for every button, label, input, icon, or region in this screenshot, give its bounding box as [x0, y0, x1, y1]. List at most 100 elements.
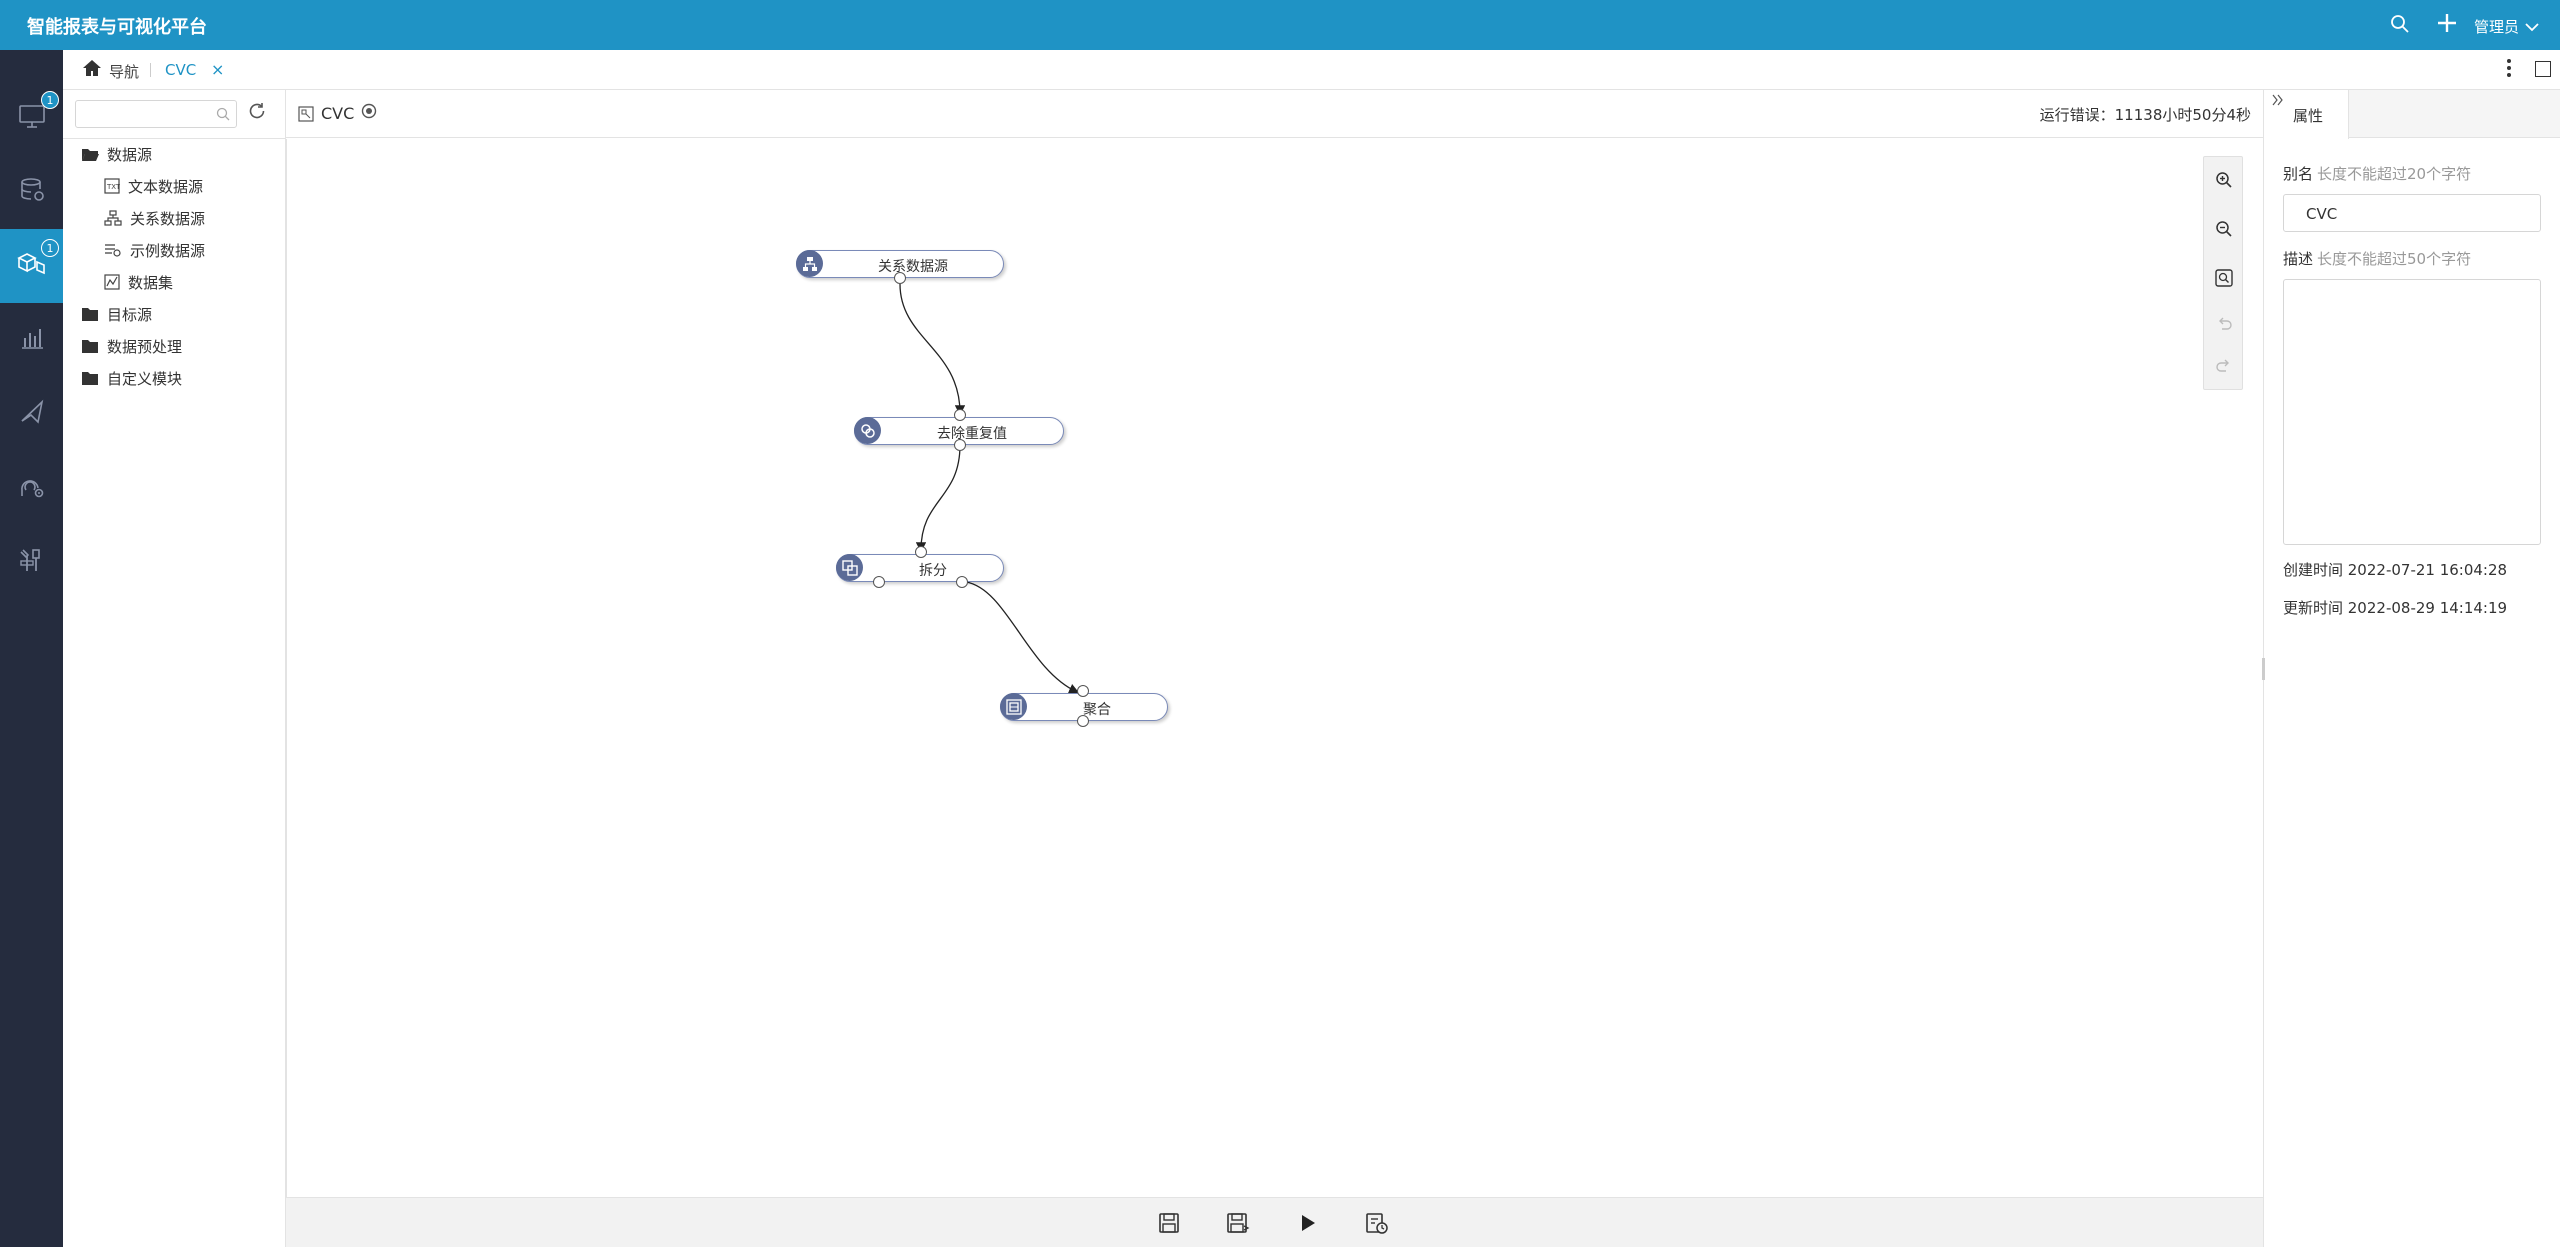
alias-label: 别名长度不能超过20个字符 — [2283, 165, 2472, 183]
alias-hint: 长度不能超过20个字符 — [2317, 165, 2472, 183]
monitor-icon — [18, 103, 46, 133]
split-node-icon — [836, 554, 863, 581]
node-label: 拆分 — [919, 563, 947, 579]
rail-item-monitor[interactable]: 1 — [0, 81, 63, 155]
panel-resize-handle[interactable] — [2262, 658, 2265, 680]
zoom-fit-icon[interactable] — [2215, 269, 2233, 287]
tree-search-box[interactable] — [75, 100, 237, 128]
save-icon[interactable] — [1156, 1210, 1182, 1236]
tab-separator — [150, 63, 151, 77]
app-title: 智能报表与可视化平台 — [27, 17, 207, 38]
tree-item-label: 文本数据源 — [128, 177, 204, 196]
flow-icon — [298, 106, 314, 126]
rail-item-chart[interactable] — [0, 303, 63, 377]
save-as-icon[interactable] — [1225, 1210, 1251, 1236]
rail-item-database[interactable] — [0, 155, 63, 229]
top-bar: 智能报表与可视化平台 管理员 — [0, 0, 2560, 50]
port-out-right[interactable] — [956, 576, 968, 588]
flow-edges — [899, 283, 1080, 694]
search-icon[interactable] — [2390, 14, 2410, 38]
rail-item-user-settings[interactable] — [0, 451, 63, 525]
tab-bar: 导航 CVC × — [63, 50, 2560, 90]
node-label: 聚合 — [1083, 702, 1111, 718]
port-in[interactable] — [954, 409, 966, 421]
description-hint: 长度不能超过50个字符 — [2317, 250, 2472, 268]
edge-n1-n2 — [899, 283, 966, 416]
folder-icon — [81, 371, 99, 386]
port-in[interactable] — [1077, 685, 1089, 697]
rail-item-cube[interactable]: 1 — [0, 229, 63, 303]
port-out[interactable] — [894, 272, 906, 284]
more-vertical-icon[interactable] — [2506, 56, 2512, 84]
rail-item-send[interactable] — [0, 377, 63, 451]
search-icon — [216, 107, 230, 125]
properties-tab-bar: 属性 — [2264, 90, 2560, 139]
maximize-icon[interactable] — [2535, 61, 2551, 77]
chevron-down-icon[interactable] — [2525, 18, 2539, 36]
created-time: 创建时间 2022-07-21 16:04:28 — [2283, 561, 2508, 579]
run-icon[interactable] — [1295, 1210, 1321, 1236]
module-tree-panel: 数据源 TXT 文本数据源 关系数据源 示例数据源 数据集 目标源 数据预处理 — [63, 90, 286, 1247]
tree-folder-custom[interactable]: 自定义模块 — [81, 366, 182, 390]
tree-item-label: 数据预处理 — [107, 337, 183, 356]
sample-data-icon — [104, 242, 122, 258]
tree-folder-preprocess[interactable]: 数据预处理 — [81, 334, 182, 358]
rail-badge: 1 — [41, 91, 59, 109]
send-icon — [19, 399, 45, 429]
tree-item-label: 目标源 — [107, 305, 153, 324]
tree-item-sample-source[interactable]: 示例数据源 — [104, 238, 205, 262]
zoom-in-icon[interactable] — [2215, 171, 2233, 189]
collapse-panel-icon[interactable] — [2272, 94, 2284, 110]
home-icon[interactable] — [82, 59, 102, 81]
canvas-bottom-toolbar — [286, 1197, 2263, 1247]
port-out[interactable] — [954, 439, 966, 451]
flow-canvas[interactable]: 关系数据源 去除重复值 拆分 聚合 — [286, 139, 2263, 1197]
tree-folder-datasource[interactable]: 数据源 — [81, 142, 152, 166]
port-out-left[interactable] — [873, 576, 885, 588]
node-split[interactable]: 拆分 — [836, 554, 1004, 582]
svg-text:TXT: TXT — [106, 183, 120, 191]
tree-item-label: 示例数据源 — [130, 241, 206, 260]
refresh-icon[interactable] — [247, 101, 267, 125]
cube-icon — [16, 250, 47, 282]
zoom-out-icon[interactable] — [2215, 220, 2233, 238]
description-label: 描述长度不能超过50个字符 — [2283, 250, 2472, 268]
tools-icon — [18, 546, 46, 578]
tree-item-relation-source[interactable]: 关系数据源 — [104, 206, 205, 230]
tree-item-text-source[interactable]: TXT 文本数据源 — [104, 174, 203, 198]
undo-icon[interactable] — [2215, 315, 2233, 333]
flow-title: CVC — [321, 104, 355, 123]
tab-close-button[interactable]: × — [211, 60, 225, 79]
port-out[interactable] — [1077, 715, 1089, 727]
node-label: 关系数据源 — [878, 259, 948, 275]
bar-chart-icon — [19, 325, 45, 355]
canvas-header: CVC 运行错误：11138小时50分4秒 — [286, 90, 2263, 138]
settings-icon[interactable] — [360, 102, 378, 124]
schedule-icon[interactable] — [1364, 1210, 1390, 1236]
left-nav-rail: 1 1 — [0, 50, 63, 1247]
tree-folder-target[interactable]: 目标源 — [81, 302, 152, 326]
description-textarea[interactable] — [2283, 279, 2541, 545]
dataset-chart-icon — [104, 274, 120, 290]
tree-item-label: 数据集 — [128, 273, 174, 292]
relation-node-icon — [796, 250, 823, 277]
updated-time: 更新时间 2022-08-29 14:14:19 — [2283, 599, 2508, 617]
port-in[interactable] — [915, 546, 927, 558]
tree-item-label: 自定义模块 — [107, 369, 183, 388]
tree-item-dataset[interactable]: 数据集 — [104, 270, 173, 294]
folder-icon — [81, 307, 99, 322]
tab-cvc[interactable]: CVC — [165, 61, 197, 79]
add-icon[interactable] — [2436, 12, 2458, 38]
tab-properties[interactable]: 属性 — [2264, 90, 2349, 139]
user-menu[interactable]: 管理员 — [2474, 18, 2520, 36]
folder-open-icon — [81, 147, 99, 162]
edge-n3-n4 — [965, 581, 1080, 694]
tab-home[interactable]: 导航 — [109, 63, 140, 81]
tree-search-input[interactable] — [76, 101, 206, 127]
user-gear-icon — [18, 472, 46, 504]
run-status: 运行错误：11138小时50分4秒 — [2039, 106, 2251, 124]
alias-input[interactable]: CVC — [2283, 194, 2541, 232]
redo-icon[interactable] — [2215, 357, 2233, 375]
database-icon — [18, 176, 46, 208]
rail-item-tools[interactable] — [0, 525, 63, 599]
